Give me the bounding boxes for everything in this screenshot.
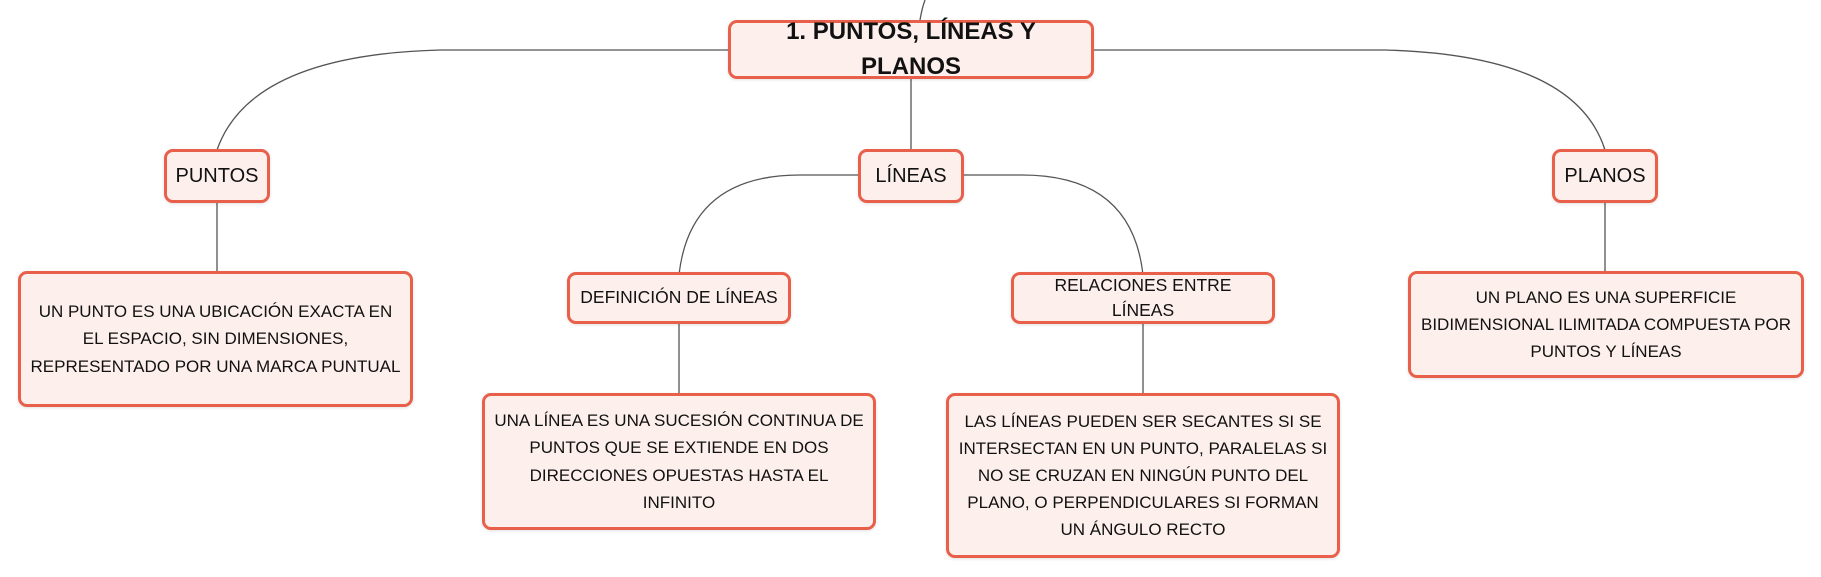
node-lineas-label: LÍNEAS (875, 164, 947, 187)
leaf-relaciones-lineas[interactable]: LAS LÍNEAS PUEDEN SER SECANTES SI SE INT… (946, 393, 1340, 558)
leaf-definicion-lineas-text: UNA LÍNEA ES UNA SUCESIÓN CONTINUA DE PU… (494, 411, 864, 512)
connector-root-planos (1094, 49, 1606, 151)
leaf-relaciones-lineas-text: LAS LÍNEAS PUEDEN SER SECANTES SI SE INT… (958, 411, 1328, 540)
leaf-planos-text: UN PLANO ES UNA SUPERFICIE BIDIMENSIONAL… (1421, 287, 1791, 362)
leaf-puntos-text: UN PUNTO ES UNA UBICACIÓN EXACTA EN EL E… (30, 302, 401, 376)
node-puntos-label: PUNTOS (175, 164, 259, 187)
connector-root-puntos (216, 49, 728, 151)
node-relaciones-lineas-label: RELACIONES ENTRE LÍNEAS (1054, 274, 1232, 320)
connector-lineas-relaciones (963, 174, 1144, 276)
node-planos-label: PLANOS (1564, 164, 1646, 187)
connector-root-parent (919, 0, 926, 21)
node-planos[interactable]: PLANOS (1552, 149, 1658, 203)
node-definicion-lineas[interactable]: DEFINICIÓN DE LÍNEAS (567, 272, 791, 324)
root-label: 1. PUNTOS, LÍNEAS Y PLANOS (786, 17, 1036, 80)
connector-lineas-definicion (678, 174, 859, 276)
node-puntos[interactable]: PUNTOS (164, 149, 270, 203)
leaf-puntos[interactable]: UN PUNTO ES UNA UBICACIÓN EXACTA EN EL E… (18, 271, 413, 407)
node-lineas[interactable]: LÍNEAS (858, 149, 964, 203)
node-relaciones-lineas[interactable]: RELACIONES ENTRE LÍNEAS (1011, 272, 1275, 324)
leaf-planos[interactable]: UN PLANO ES UNA SUPERFICIE BIDIMENSIONAL… (1408, 271, 1804, 378)
node-definicion-lineas-label: DEFINICIÓN DE LÍNEAS (580, 287, 778, 308)
root-node[interactable]: 1. PUNTOS, LÍNEAS Y PLANOS (728, 18, 1094, 80)
leaf-definicion-lineas[interactable]: UNA LÍNEA ES UNA SUCESIÓN CONTINUA DE PU… (482, 393, 876, 530)
